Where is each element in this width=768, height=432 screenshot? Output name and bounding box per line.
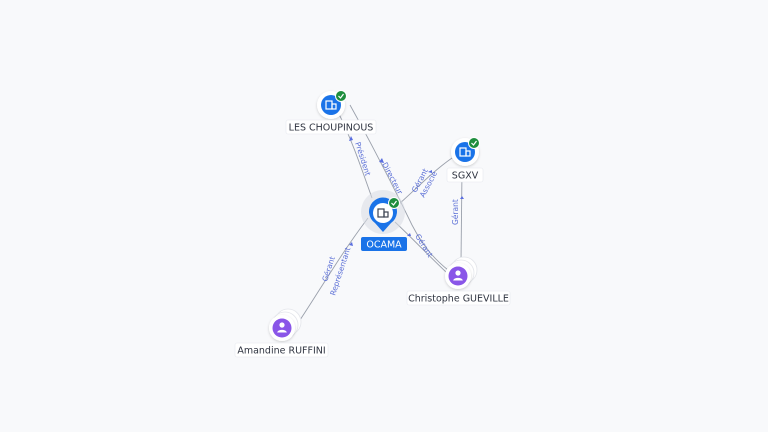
edge-label-gerant-3: Gérant bbox=[413, 232, 434, 259]
edge-ruffini-ocama: Gérant Représentant bbox=[299, 217, 369, 321]
building-icon bbox=[325, 100, 337, 110]
node-label-christophe-gueville: Christophe GUEVILLE bbox=[408, 294, 509, 305]
node-amandine-ruffini[interactable]: Amandine RUFFINI bbox=[234, 308, 329, 358]
edge-ocama-sgxv: Gérant Associé bbox=[397, 157, 453, 206]
edge-label-president: Président bbox=[353, 141, 372, 177]
node-label-sgxv: SGXV bbox=[452, 171, 479, 182]
edge-label-gerant-2: Gérant bbox=[451, 199, 460, 225]
building-icon bbox=[459, 147, 471, 157]
node-les-choupinous[interactable]: LES CHOUPINOUS bbox=[285, 90, 377, 135]
person-icon bbox=[453, 270, 463, 281]
person-icon bbox=[277, 322, 287, 333]
verified-check-icon bbox=[335, 90, 347, 102]
building-icon bbox=[377, 208, 389, 218]
node-christophe-gueville[interactable]: Christophe GUEVILLE bbox=[406, 256, 511, 306]
verified-check-icon bbox=[388, 197, 400, 209]
node-sgxv[interactable]: SGXV bbox=[446, 137, 484, 183]
node-label-les-choupinous: LES CHOUPINOUS bbox=[289, 123, 374, 134]
verified-check-icon bbox=[468, 137, 480, 149]
node-label-ocama: OCAMA bbox=[366, 240, 402, 251]
node-label-amandine-ruffini: Amandine RUFFINI bbox=[237, 346, 325, 357]
edge-gueville-sgxv: Gérant bbox=[451, 169, 464, 263]
node-ocama[interactable]: OCAMA bbox=[361, 190, 407, 251]
